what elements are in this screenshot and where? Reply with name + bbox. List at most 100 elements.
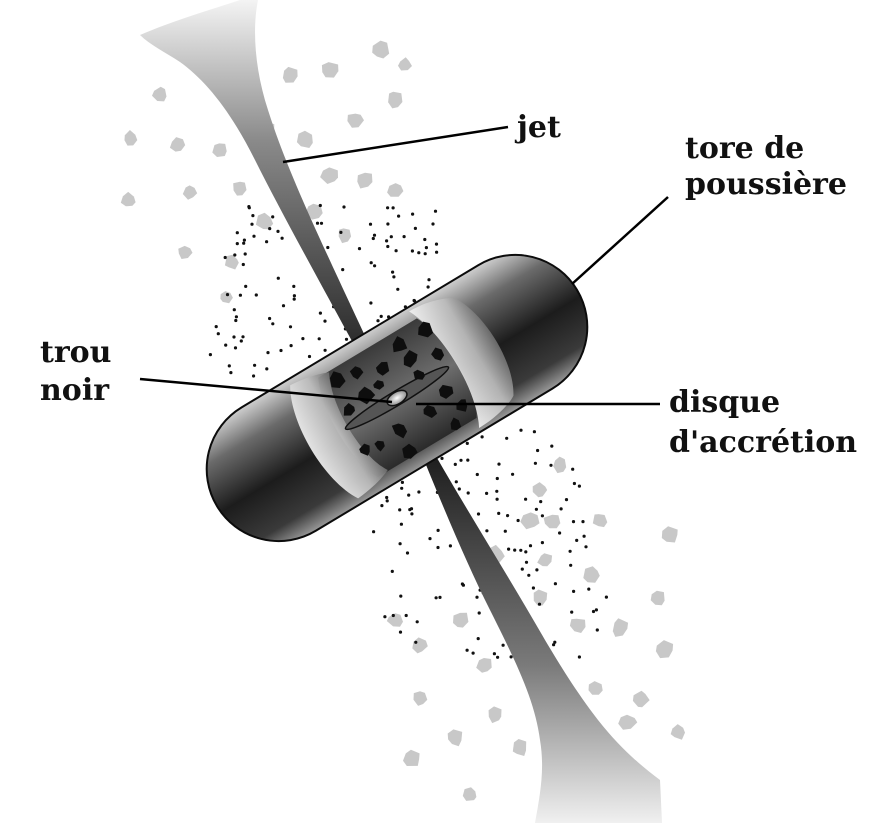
gas-dot <box>510 472 515 476</box>
gas-dot <box>572 589 576 594</box>
gas-dot <box>344 337 349 341</box>
cloud-dot <box>533 589 548 606</box>
gas-dot <box>271 322 275 326</box>
gas-dot <box>318 203 322 208</box>
gas-dot <box>399 522 403 526</box>
gas-dot <box>398 508 402 512</box>
gas-dot <box>252 374 256 378</box>
gas-dot <box>376 319 380 323</box>
gas-dot <box>307 354 312 359</box>
gas-dot <box>436 528 440 533</box>
gas-dot <box>254 293 258 297</box>
cavity-clump <box>456 399 468 412</box>
gas-dot <box>242 238 246 242</box>
cloud-dot <box>543 514 561 529</box>
gas-dot <box>385 499 389 503</box>
gas-dot <box>459 458 463 462</box>
gas-dot <box>436 545 440 550</box>
gas-dot <box>397 214 401 218</box>
cloud-dot <box>453 612 469 628</box>
cloud-dot <box>372 40 390 59</box>
gas-dot <box>410 512 414 516</box>
upper-jet <box>140 0 395 402</box>
cavity-clump <box>343 403 355 416</box>
gas-dot <box>535 568 539 572</box>
gas-dot <box>339 230 343 234</box>
cloud-dot <box>386 613 403 627</box>
cloud-dot <box>403 749 420 766</box>
gas-dot <box>276 229 280 233</box>
gas-dot <box>253 363 257 367</box>
gas-dot <box>396 287 400 291</box>
gas-dot <box>564 498 569 502</box>
gas-dot <box>405 551 410 555</box>
gas-dot <box>326 245 330 250</box>
cloud-dot <box>618 714 638 730</box>
gas-dot <box>428 537 432 541</box>
cloud-dot <box>670 724 685 740</box>
gas-dot <box>271 215 275 219</box>
gas-dot <box>369 301 373 305</box>
gas-dot <box>571 467 575 471</box>
gas-dot <box>476 637 480 641</box>
gas-dot <box>533 461 538 465</box>
gas-dot <box>373 264 377 268</box>
gas-dot <box>241 262 245 267</box>
gas-dot <box>424 246 428 250</box>
gas-dot <box>591 609 596 614</box>
gas-dot <box>550 444 554 448</box>
cloud-dot <box>124 130 138 146</box>
leader-torus <box>571 196 669 285</box>
gas-dot <box>279 348 283 353</box>
gas-dot <box>423 237 427 242</box>
cloud-dot <box>224 254 239 270</box>
gas-dot <box>301 337 305 341</box>
leader-jet <box>282 125 509 164</box>
cavity-clump <box>329 371 346 388</box>
torus-left-cut <box>290 372 388 499</box>
gas-dot <box>268 316 272 321</box>
gas-dot <box>534 507 539 511</box>
gas-dot <box>435 250 439 254</box>
gas-dot <box>414 640 418 644</box>
cavity-clump <box>349 366 364 380</box>
gas-dot <box>417 251 421 255</box>
gas-dot <box>497 511 501 515</box>
label-black-hole-line2: noir <box>40 373 110 408</box>
gas-dot <box>372 530 376 534</box>
gas-dot <box>577 484 582 488</box>
cavity-clump <box>403 350 418 368</box>
torus-right-cut <box>409 297 514 428</box>
gas-dot <box>495 497 499 501</box>
label-black-hole-line1: trou <box>40 335 111 370</box>
cavity-clump <box>413 369 425 380</box>
cloud-dot <box>182 185 198 200</box>
gas-dot <box>229 371 233 375</box>
dust-torus <box>205 253 589 543</box>
gas-dot <box>520 567 524 571</box>
gas-dot <box>509 655 513 659</box>
gas-dot <box>465 441 469 445</box>
gas-dot <box>385 239 389 243</box>
gas-dot <box>513 548 517 552</box>
gas-dot <box>577 655 582 659</box>
gas-dot <box>524 560 529 564</box>
gas-dot <box>317 337 321 341</box>
cloud-dot <box>412 637 428 654</box>
gas-dot <box>572 481 577 486</box>
gas-dot <box>232 308 236 312</box>
cloud-dot <box>553 456 567 474</box>
gas-dot <box>379 314 383 318</box>
gas-dot <box>540 541 545 545</box>
gas-dot <box>426 285 430 289</box>
gas-dot <box>519 548 523 552</box>
cloud-dot <box>357 172 373 189</box>
gas-dot <box>234 315 238 319</box>
gas-dot <box>398 542 402 546</box>
gas-dot <box>268 227 272 231</box>
gas-dot <box>440 456 444 460</box>
gas-dot <box>524 497 528 501</box>
cloud-dot <box>537 553 553 567</box>
gas-dot <box>536 448 540 453</box>
